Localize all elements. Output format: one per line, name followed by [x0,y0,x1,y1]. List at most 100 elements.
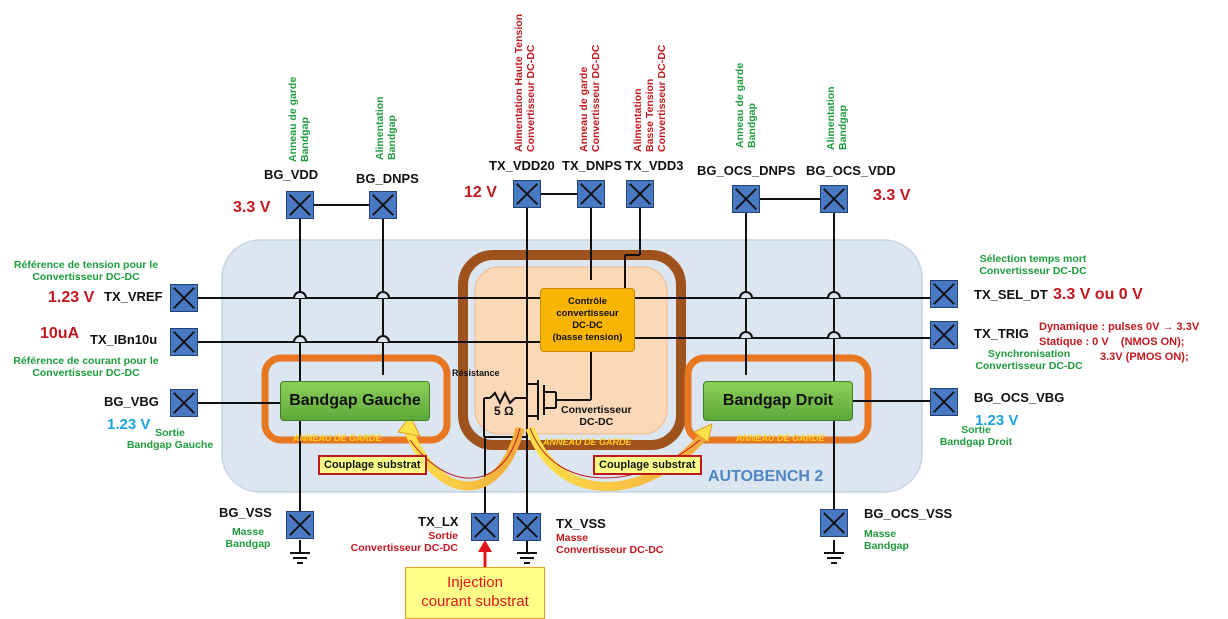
voltage-12v: 12 V [464,184,497,201]
side-masse-bg-left: Masse Bandgap [218,526,278,550]
label-bg-ocs-vss: BG_OCS_VSS [864,506,953,521]
injection-line-1: Injection [447,574,503,592]
sel-temps-1: Sélection temps mort [979,253,1087,265]
pad-tx-dnps [577,180,605,208]
sortie-lx-2: Convertisseur DC-DC [350,542,458,555]
label-bg-ocs-vdd: BG_OCS_VDD [806,163,896,178]
pad-bg-ocs-vbg [930,388,958,416]
top-label-alim-ht: Alimentation Haute Tension Convertisseur… [513,14,537,152]
dcdc-guard-ring [458,250,686,450]
pad-tx-lx [471,513,499,541]
sortie-droit-2: Bandgap Droit [939,436,1013,449]
masse-bg-right-2: Bandgap [864,540,909,553]
alim-ht-2: Convertisseur DC-DC [525,44,538,152]
converter-label: Convertisseur DC-DC [561,404,632,428]
masse-bg-left-1: Masse [231,526,265,538]
pad-bg-dnps [369,191,397,219]
guard-ring-label-right: ANNEAU DE GARDE [736,433,825,443]
alim-bt-3: Convertisseur DC-DC [656,44,669,152]
sel-temps-2: Convertisseur DC-DC [979,265,1087,278]
alim-left-1: Alimentation [374,96,386,160]
controle-block: Contrôle convertisseur DC-DC (basse tens… [540,288,635,352]
couplage-substrat-right: Couplage substrat [593,455,702,475]
label-bg-dnps: BG_DNPS [356,171,419,186]
label-tx-dnps: TX_DNPS [562,158,622,173]
bg-left-guard-ring [261,354,451,444]
resistance-label: Résistance [452,368,500,378]
side-sel-temps: Sélection temps mort Convertisseur DC-DC [968,253,1098,277]
controle-line-3: DC-DC [572,320,603,331]
synchro-1: Synchronisation [987,348,1071,360]
top-label-anneau-dcdc: Anneau de garde Convertisseur DC-DC [578,45,602,152]
sortie-gauche-2: Bandgap Gauche [126,439,214,452]
pad-tx-ibn10u [170,328,198,356]
pad-tx-vdd3 [626,180,654,208]
side-masse-bg-right: Masse Bandgap [864,528,909,552]
label-bg-ocs-vbg: BG_OCS_VBG [974,390,1065,405]
autobench-label: AUTOBENCH 2 [708,468,824,485]
voltage-1v23-ocs-vbg: 1.23 V [975,412,1019,429]
couplage-substrat-left: Couplage substrat [318,455,427,475]
label-bg-vbg: BG_VBG [104,394,159,409]
guard-ring-label-left: ANNEAU DE GARDE [293,433,382,443]
ref-tension-1: Référence de tension pour le [13,259,159,271]
sortie-lx-1: Sortie [428,530,458,542]
ref-tension-2: Convertisseur DC-DC [32,271,140,284]
side-masse-dcdc: Masse Convertisseur DC-DC [556,532,663,556]
anneau-dcdc-2: Convertisseur DC-DC [590,44,603,152]
voltage-1v23-vref: 1.23 V [48,289,95,306]
masse-bg-right-1: Masse [864,528,897,540]
label-tx-vss: TX_VSS [556,516,606,531]
side-sortie-droit: Sortie Bandgap Droit [926,424,1026,448]
voltage-1v23-vbg: 1.23 V [107,416,151,433]
pad-bg-ocs-vdd [820,185,848,213]
top-label-alim-right: Alimentation Bandgap [825,86,849,150]
alim-bt-2: Basse Tension [644,78,657,152]
current-10ua: 10uA [40,325,80,342]
side-dynamique: Dynamique : pulses 0V → 3.3V [1039,321,1200,333]
bg-right-guard-ring [684,354,872,444]
sortie-gauche-1: Sortie [155,427,185,439]
voltage-3v3-right: 3.3 V [873,187,911,204]
converter-line-1: Convertisseur [561,404,632,416]
alim-right-2: Bandgap [837,105,850,150]
anneau-dcdc-1: Anneau de garde [578,66,590,152]
controle-line-4: (basse tension) [552,331,623,343]
side-sortie-lx: Sortie Convertisseur DC-DC [340,530,458,554]
alim-right-1: Alimentation [825,86,837,150]
pad-tx-vref [170,284,198,312]
label-bg-vdd: BG_VDD [264,167,319,182]
top-label-alim-bt: Alimentation Basse Tension Convertisseur… [632,45,668,152]
side-statique: Statique : 0 V (NMOS ON); [1039,336,1185,348]
alim-bt-1: Alimentation [632,88,644,152]
label-tx-sel-dt: TX_SEL_DT [974,287,1048,302]
voltage-sel-dt: 3.3 V ou 0 V [1053,286,1143,303]
side-synchro: Synchronisation Convertisseur DC-DC [964,348,1094,372]
label-tx-vdd20: TX_VDD20 [489,158,555,173]
controle-line-2: convertisseur [556,308,619,320]
label-tx-vref: TX_VREF [104,289,163,304]
label-bg-vss: BG_VSS [219,505,272,520]
pad-tx-sel-dt [930,280,958,308]
injection-box: Injection courant substrat [405,567,545,619]
anneau-left-2: Bandgap [299,117,312,162]
ref-courant-2: Convertisseur DC-DC [32,367,140,380]
synchro-2: Convertisseur DC-DC [975,360,1083,373]
anneau-left-1: Anneau de garde [287,76,299,162]
masse-bg-left-2: Bandgap [225,538,271,551]
top-label-alim-left: Alimentation Bandgap [374,96,398,160]
converter-line-2: DC-DC [579,416,614,429]
pad-bg-ocs-dnps [732,185,760,213]
side-ref-tension: Référence de tension pour le Convertisse… [6,259,166,283]
pad-tx-trig [930,321,958,349]
sortie-droit-1: Sortie [961,424,991,436]
label-tx-lx: TX_LX [418,514,459,529]
pad-bg-vss [286,511,314,539]
injection-line-2: courant substrat [421,593,529,610]
top-label-anneau-left: Anneau de garde Bandgap [287,77,311,162]
alim-ht-1: Alimentation Haute Tension [513,13,525,152]
masse-dcdc-1: Masse [556,532,589,544]
side-statique-2: 3.3V (PMOS ON); [1100,351,1189,363]
pad-bg-vdd [286,191,314,219]
